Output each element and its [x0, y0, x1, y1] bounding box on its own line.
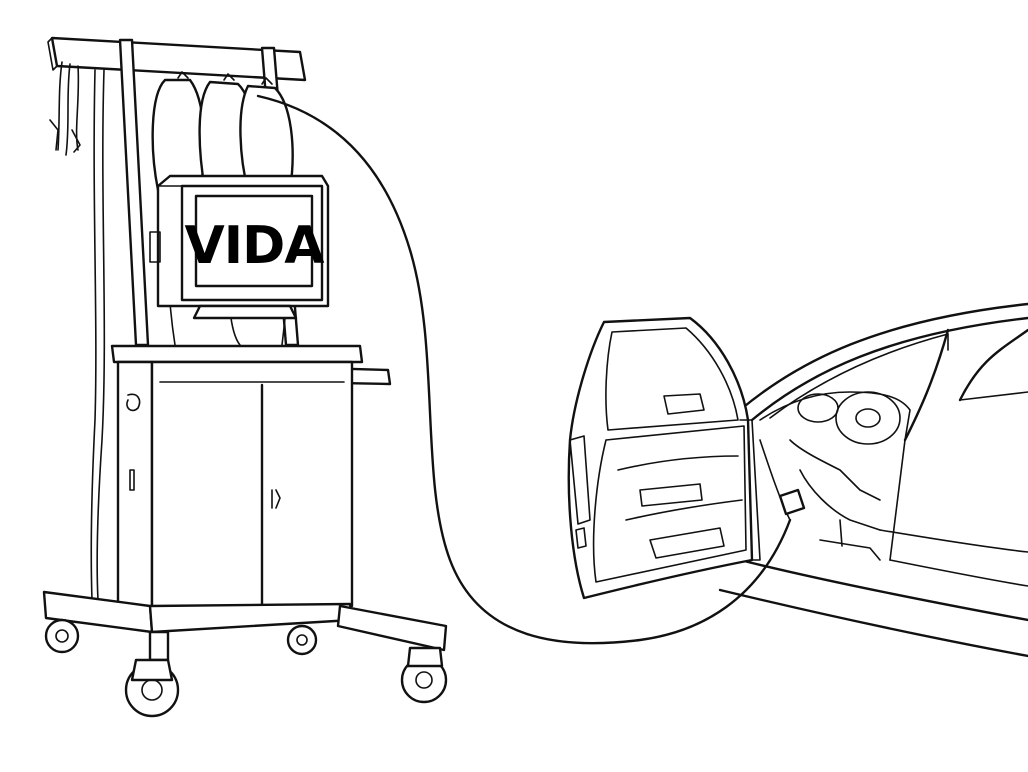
monitor-screen [194, 194, 314, 288]
cabinet-body [116, 360, 154, 622]
monitor: VIDA [149, 174, 330, 320]
car-open-door [567, 302, 1028, 658]
car-roof-line [738, 302, 1028, 412]
workstation-cart: VIDA [42, 36, 448, 718]
steering-wheel [835, 391, 901, 445]
cable-bags [151, 71, 294, 346]
caster-wheels [44, 618, 448, 718]
monitor-label: VIDA [185, 216, 325, 276]
left-upright [118, 38, 150, 347]
cabinet-front [150, 360, 354, 622]
dashboard [759, 391, 911, 441]
obd-connector [778, 488, 806, 516]
hanging-cables [49, 61, 106, 601]
open-door [567, 316, 754, 600]
cable-hanger-bar [50, 36, 307, 82]
door-mirror [663, 393, 705, 415]
car-sill [738, 558, 1028, 622]
desk-top [110, 344, 364, 364]
diagnostic-cable [256, 94, 792, 645]
